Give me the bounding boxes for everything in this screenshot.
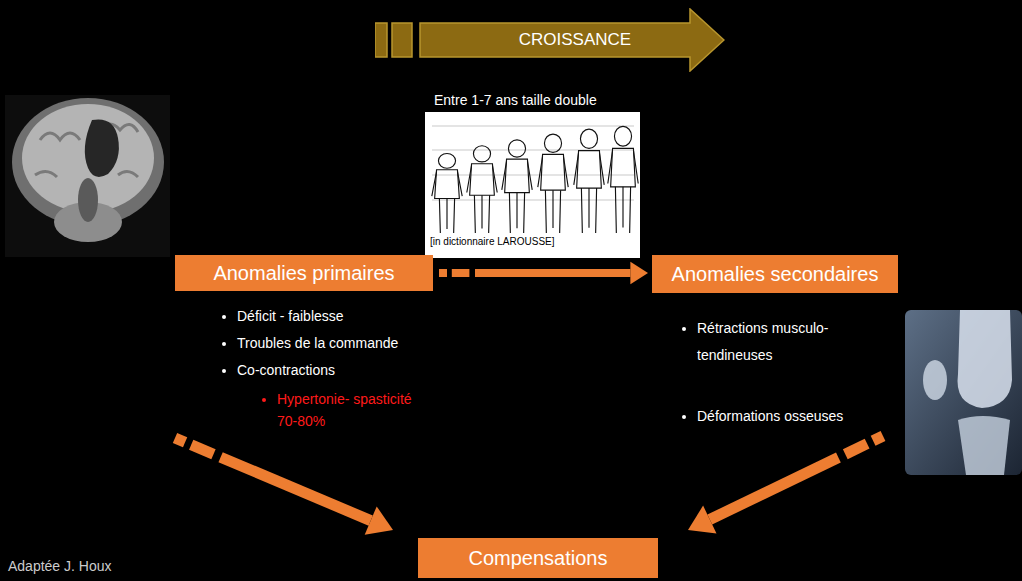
bullet-item: Co-contractions (237, 357, 433, 384)
patella (923, 360, 947, 400)
growth-note: Entre 1-7 ans taille double (434, 92, 597, 108)
child-figure (608, 126, 638, 233)
femur (958, 310, 1013, 408)
arrow-bar (392, 23, 412, 57)
child-figure (432, 153, 462, 233)
xray-frame (905, 310, 1022, 475)
child-figure (502, 140, 532, 233)
arrow-head (688, 506, 717, 534)
arrow-dash (710, 458, 839, 520)
arrow-head (365, 506, 393, 534)
arrow-dash (845, 444, 867, 455)
mri-frame (5, 95, 170, 257)
anomaly-group: Anomalies secondairesRétractions musculo… (652, 255, 898, 430)
growth-arrow: CROISSANCE (375, 8, 725, 72)
flow-arrow (439, 262, 648, 284)
bullet-list: Déficit - faiblesseTroubles de la comman… (175, 303, 433, 432)
bullet-item: Déformations osseuses (697, 403, 862, 430)
arrow-dash (475, 269, 630, 277)
arrow-dash (873, 436, 883, 441)
arrow-body (420, 9, 724, 71)
arrow-label: CROISSANCE (519, 30, 631, 50)
section-header: Anomalies secondaires (652, 255, 898, 293)
sub-bullet: Hypertonie- spasticité 70-80% (277, 388, 427, 432)
flow-arrow (688, 436, 883, 533)
growth-figure (425, 112, 640, 258)
child-figure (538, 134, 568, 233)
section-header: Anomalies primaires (175, 255, 433, 291)
anomaly-group: Anomalies primairesDéficit - faiblesseTr… (175, 255, 433, 432)
arrow-dash (175, 438, 185, 442)
arrow-bar (375, 23, 387, 57)
arrow-dash (452, 269, 470, 277)
mri-lesion (85, 119, 119, 177)
tibia (958, 416, 1010, 475)
arrow-dash (191, 445, 213, 455)
arrow-dash (439, 269, 447, 277)
arrow-dash (221, 457, 371, 520)
bullet-item: Rétractions musculo-tendineuses (697, 315, 862, 369)
arrow-head (630, 262, 648, 284)
box-label: Compensations (469, 547, 608, 570)
mri-skull (12, 98, 164, 226)
bullet-item: Troubles de la commande (237, 330, 433, 357)
credit-note: Adaptée J. Houx (8, 558, 112, 574)
growth-grid (432, 126, 634, 200)
child-figure (467, 146, 497, 233)
figure-source: [in dictionnaire LAROUSSE] (430, 236, 555, 247)
mri-brainstem (78, 178, 98, 222)
child-figure (574, 129, 604, 233)
bullet-list: Rétractions musculo-tendineusesDéformati… (652, 315, 898, 430)
flow-arrow (175, 438, 393, 535)
bullet-item: Déficit - faiblesse (237, 303, 433, 330)
process-box: Compensations (418, 538, 658, 578)
